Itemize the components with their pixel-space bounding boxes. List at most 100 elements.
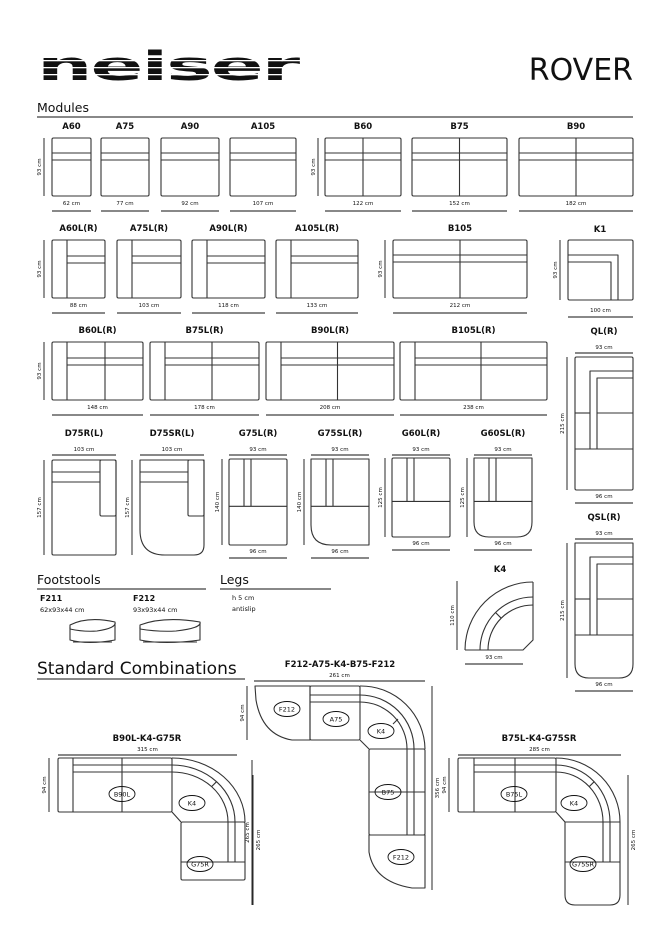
part-tag-label: F212 <box>279 706 295 714</box>
dimension-label: 265 cm <box>245 822 251 843</box>
dimension-label: 122 cm <box>353 201 374 207</box>
dimension-label: 96 cm <box>249 549 266 555</box>
module-outline <box>275 239 359 299</box>
legs-type: antislip <box>232 605 256 613</box>
k4-back-arc <box>555 771 604 823</box>
module-name: QL(R) <box>591 327 618 337</box>
dimension-label: 94 cm <box>240 704 246 721</box>
dimension-label: 238 cm <box>463 405 484 411</box>
module-name: B75 <box>450 122 468 132</box>
part-tag-label: B75L <box>506 791 523 799</box>
part-tag <box>178 795 206 811</box>
dimension-label: 93 cm <box>249 447 266 453</box>
module-outline <box>567 239 634 301</box>
dimension-label: 133 cm <box>307 303 328 309</box>
module-name: B75L(R) <box>185 326 223 336</box>
part-tag <box>186 856 214 872</box>
module-name: A75L(R) <box>130 224 168 234</box>
footstool-F212 <box>254 685 311 741</box>
dimension-label: 96 cm <box>595 494 612 500</box>
module-A75: A75 77 cm <box>100 122 150 212</box>
dimension-label: 96 cm <box>331 549 348 555</box>
module-name: A105L(R) <box>295 224 339 234</box>
module-outline <box>228 458 288 546</box>
dimension-label: 94 cm <box>42 776 48 793</box>
dimension-label: 208 cm <box>320 405 341 411</box>
module-outline <box>473 457 533 538</box>
module-name: B105L(R) <box>452 326 496 336</box>
module-outline <box>229 137 297 197</box>
k4-edge <box>465 582 534 651</box>
dimension-label: 93 cm <box>494 447 511 453</box>
logo-stripe <box>36 60 341 62</box>
k4-outer-arc <box>555 757 621 823</box>
part-tag-label: G75SR <box>572 861 594 869</box>
footstool-side <box>139 623 201 644</box>
footstool-size: 93x93x44 cm <box>133 606 177 614</box>
module-name: A75 <box>116 122 134 132</box>
k4-back-arc <box>487 604 534 651</box>
k4-back-arc <box>171 771 229 823</box>
k4-outer-arc <box>360 685 426 750</box>
legs-height: h 5 cm <box>232 594 254 602</box>
k4-back-arc <box>171 764 236 823</box>
dimension-label: 356 cm <box>435 778 441 799</box>
module-outline <box>116 239 182 299</box>
module-A75L: A75L(R)103 cm <box>116 224 182 314</box>
module-outline <box>51 459 117 556</box>
dimension-label: 125 cm <box>460 487 466 508</box>
dimension-label: 178 cm <box>194 405 215 411</box>
combination-title: F212-A75-K4-B75-F212 <box>285 660 396 670</box>
dimension-label: 96 cm <box>494 541 511 547</box>
part-tag-label: F212 <box>393 854 409 862</box>
dimension-label: 315 cm <box>137 747 158 753</box>
module-outline <box>574 542 634 679</box>
dimension-label: 96 cm <box>412 541 429 547</box>
dimension-label: 93 cm <box>553 261 559 278</box>
dimension-label: 77 cm <box>116 201 133 207</box>
module-name: A90 <box>181 122 199 132</box>
dimension-label: 93 cm <box>37 158 43 175</box>
module-outline <box>100 137 150 197</box>
k4-tick <box>588 781 595 788</box>
dimension-label: 62 cm <box>63 201 80 207</box>
dimension-label: 94 cm <box>442 776 448 793</box>
logo-stripe <box>36 67 341 69</box>
module-outline <box>596 563 633 635</box>
section-heading: Modules <box>37 100 89 115</box>
module-outline <box>568 254 619 300</box>
dimension-label: 265 cm <box>631 830 637 851</box>
k4-tick <box>211 781 217 788</box>
armrest <box>187 459 205 517</box>
dimension-label: 140 cm <box>297 492 303 513</box>
part-tag-label: B90L <box>114 791 131 799</box>
module-name: D75SR(L) <box>150 429 195 439</box>
dimension-label: 93 cm <box>331 447 348 453</box>
module-name: A105 <box>251 122 275 132</box>
module-name: G60L(R) <box>402 429 441 439</box>
module-outline <box>391 457 451 538</box>
module-outline <box>310 458 370 546</box>
module-chaise <box>564 821 621 906</box>
dimension-label: 110 cm <box>450 605 456 626</box>
k4-outer-arc <box>171 757 246 823</box>
module-outline <box>51 239 106 299</box>
module-name: G75L(R) <box>239 429 278 439</box>
k4-outer-arc <box>464 581 534 651</box>
dimension-label: 88 cm <box>70 303 87 309</box>
section-heading: Standard Combinations <box>37 659 237 679</box>
module-A90L: A90L(R)118 cm <box>191 224 266 314</box>
module-B60L: B60L(R)148 cm <box>51 326 144 416</box>
module-name: A60L(R) <box>59 224 97 234</box>
